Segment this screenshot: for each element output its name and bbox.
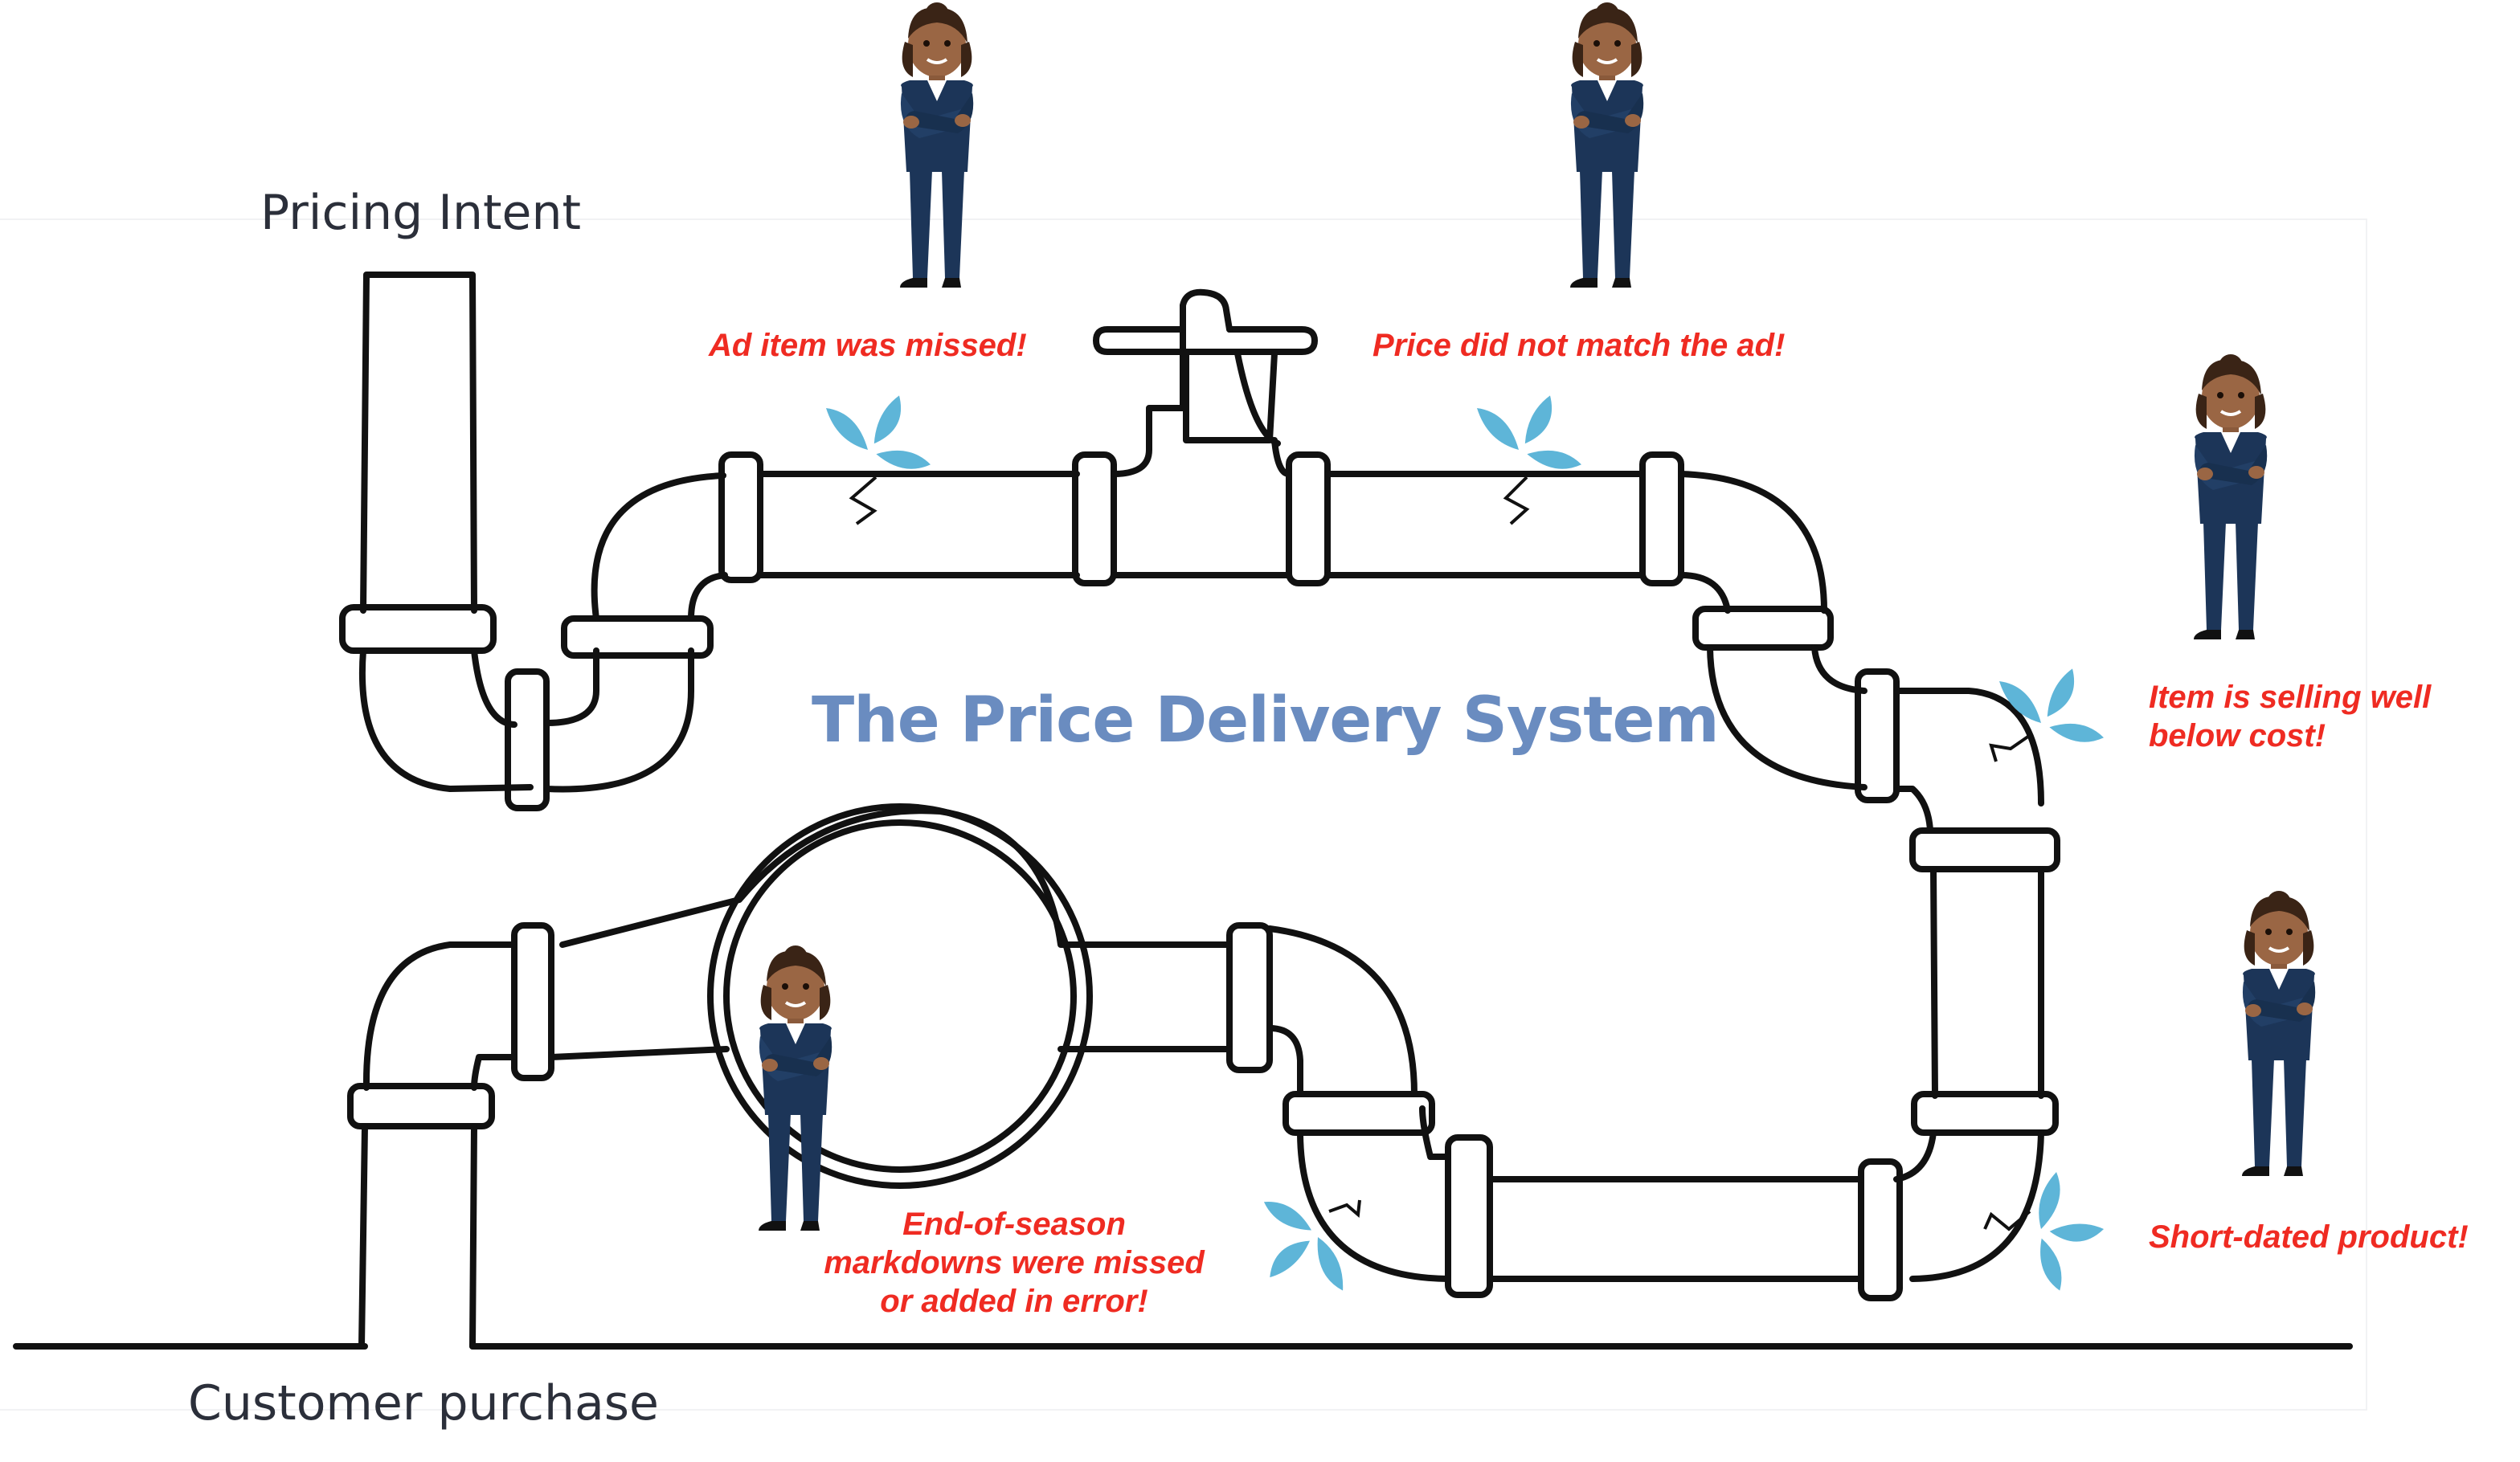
businesswoman-icon (2240, 889, 2318, 1178)
right-elbow-pipe (1678, 471, 2060, 1282)
issue-short-dated: Short-dated product! (2149, 1219, 2469, 1255)
water-leak-icon (826, 395, 931, 469)
meter-section (347, 803, 1233, 1350)
crack-4 (1983, 1210, 2031, 1231)
top-pipe-run (757, 288, 1684, 586)
businesswoman-icon (2192, 353, 2269, 641)
crack-3 (1989, 733, 2033, 762)
issue-selling-below-cost: Item is selling well below cost! (2149, 678, 2431, 755)
businesswoman-icon (757, 944, 834, 1232)
issue-line: below cost! (2149, 718, 2326, 753)
crack-1 (849, 476, 878, 525)
inlet-pipe (339, 272, 763, 811)
diagram-title: The Price Delivery System (812, 684, 1720, 757)
businesswoman-icon (1569, 1, 1646, 289)
water-leak-icon (1477, 395, 1581, 469)
crack-5 (1328, 1199, 1361, 1218)
issue-ad-item-missed: Ad item was missed! (709, 328, 1027, 363)
water-leak-icon (1999, 668, 2104, 742)
water-leak-icon (2003, 1166, 2120, 1293)
crack-2 (1503, 476, 1530, 525)
issue-line: markdowns were missed (824, 1245, 1205, 1280)
customer-purchase-label: Customer purchase (188, 1375, 659, 1431)
issue-line: or added in error! (880, 1284, 1148, 1319)
pricing-intent-label: Pricing Intent (260, 185, 582, 241)
bottom-pipe-run (1226, 922, 1903, 1301)
businesswoman-icon (898, 1, 976, 289)
issue-line: Item is selling well (2149, 680, 2432, 715)
issue-line: End-of-season (902, 1207, 1126, 1242)
issue-markdowns: End-of-season markdowns were missed or a… (812, 1205, 1217, 1321)
issue-price-ad-mismatch: Price did not match the ad! (1372, 328, 1786, 363)
